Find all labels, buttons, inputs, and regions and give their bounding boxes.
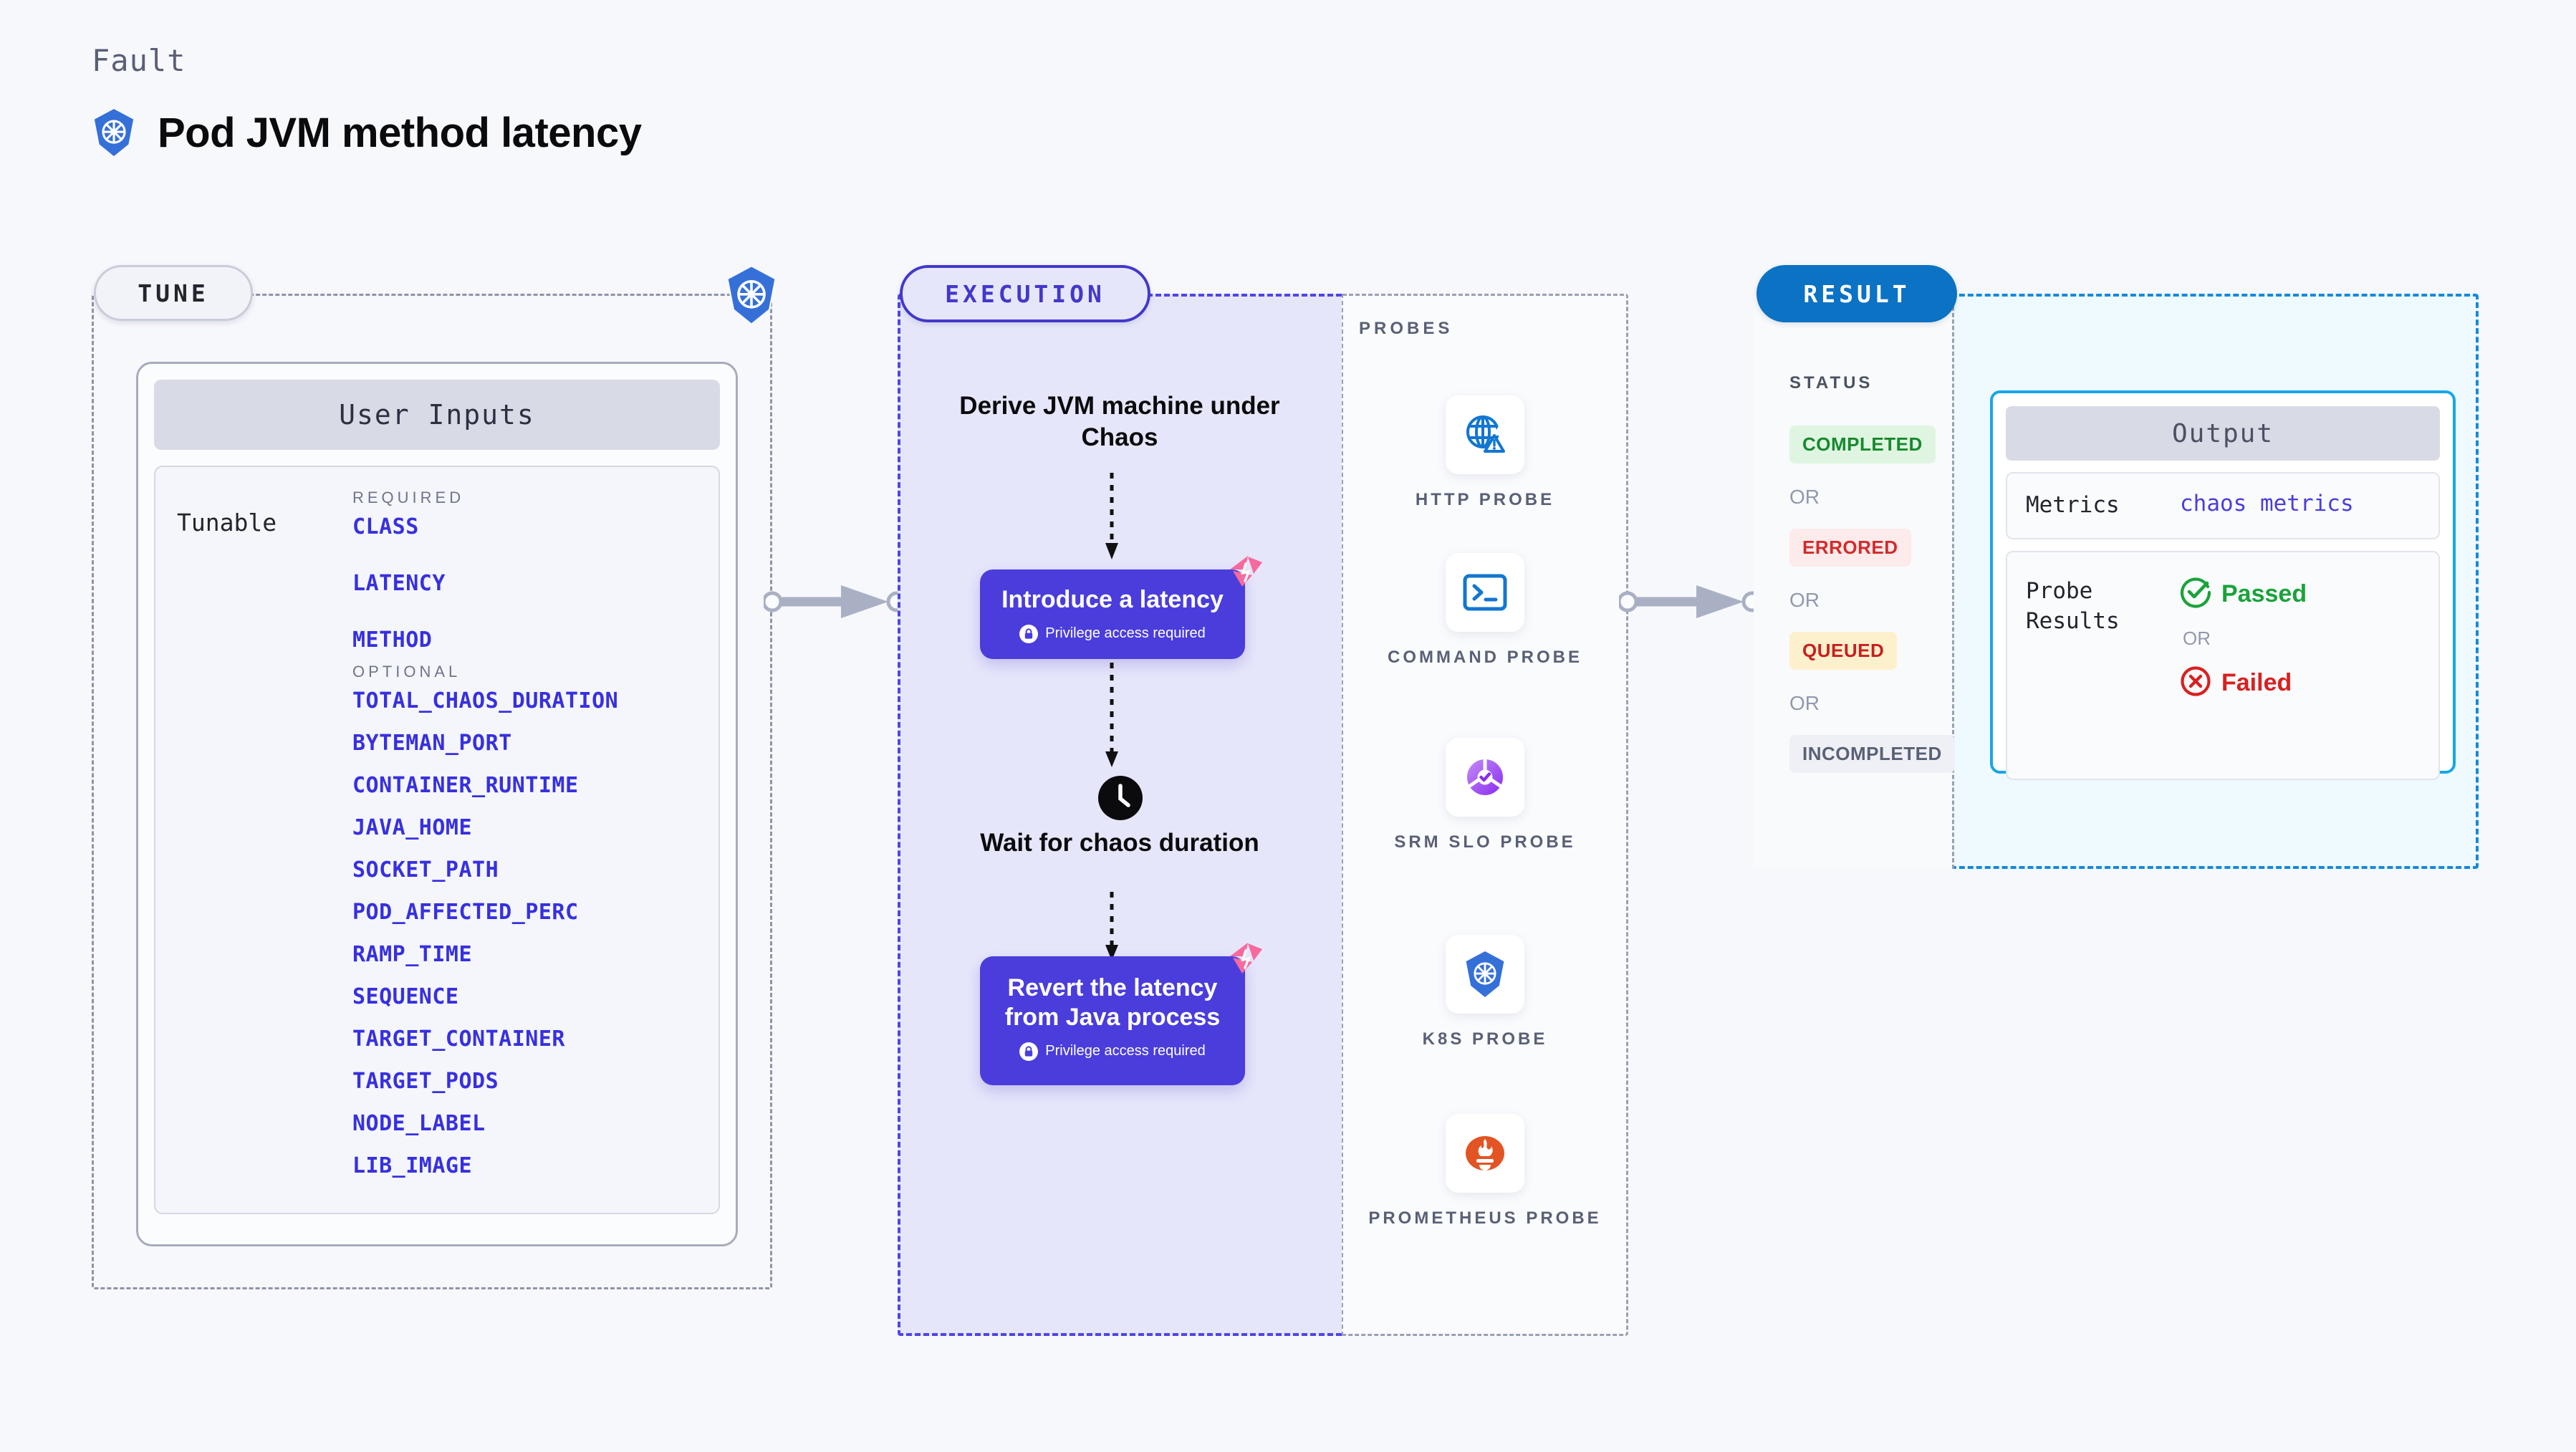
status-badge-completed: COMPLETED [1789, 425, 1936, 463]
param-total-chaos-duration[interactable]: TOTAL_CHAOS_DURATION [352, 688, 619, 713]
execution-arrow-1 [1105, 473, 1118, 559]
kubernetes-badge-icon [724, 264, 779, 329]
param-method[interactable]: METHOD [352, 628, 433, 653]
connector-probes-to-result [1619, 585, 1762, 618]
status-badge-errored: ERRORED [1789, 529, 1911, 567]
probe-item-prometheus[interactable]: PROMETHEUS PROBE [1342, 1114, 1628, 1230]
execution-pill[interactable]: EXECUTION [900, 265, 1150, 322]
srm-slo-icon [1446, 738, 1524, 817]
param-sequence[interactable]: SEQUENCE [352, 984, 459, 1009]
probe-label: HTTP PROBE [1415, 490, 1555, 509]
lock-icon [1019, 624, 1039, 643]
execution-wait-text: Wait for chaos duration [980, 829, 1259, 857]
probes-section-label: PROBES [1359, 319, 1453, 338]
required-label: REQUIRED [352, 489, 465, 506]
param-node-label[interactable]: NODE_LABEL [352, 1111, 486, 1136]
param-pod-affected-perc[interactable]: POD_AFFECTED_PERC [352, 900, 579, 925]
probe-item-command[interactable]: COMMAND PROBE [1342, 553, 1628, 669]
param-target-container[interactable]: TARGET_CONTAINER [352, 1027, 565, 1052]
param-lib-image[interactable]: LIB_IMAGE [352, 1153, 473, 1178]
execution-card-revert-latency[interactable]: Revert the latency from Java process Pri… [980, 943, 1262, 1085]
card-privilege-note: Privilege access required [980, 1042, 1245, 1061]
output-header: Output [2006, 406, 2440, 461]
param-container-runtime[interactable]: CONTAINER_RUNTIME [352, 773, 579, 798]
user-inputs-card: User Inputs Tunable REQUIRED CLASS LATEN… [136, 362, 738, 1246]
probe-result-or: OR [2183, 627, 2211, 649]
status-or-3: OR [1789, 692, 1820, 714]
probe-item-http[interactable]: HTTP PROBE [1342, 395, 1628, 511]
card-title: Introduce a latency [1001, 586, 1224, 613]
output-metrics-row: Metrics chaos metrics [2006, 472, 2440, 539]
x-circle-icon [2180, 665, 2211, 701]
status-label: STATUS [1789, 373, 1873, 393]
probe-result-passed: Passed [2180, 577, 2307, 612]
result-pill[interactable]: RESULT [1756, 265, 1957, 322]
probe-result-failed: Failed [2180, 665, 2307, 701]
tune-pill[interactable]: TUNE [94, 265, 253, 321]
param-socket-path[interactable]: SOCKET_PATH [352, 857, 499, 883]
output-probe-results-row: Probe Results Passed OR [2006, 550, 2440, 780]
litmus-fault-icon [1226, 554, 1264, 593]
tunable-label: Tunable [177, 509, 277, 537]
failed-label: Failed [2221, 668, 2292, 696]
required-params-group: REQUIRED CLASS LATENCY METHOD [352, 489, 719, 653]
probe-label: SRM SLO PROBE [1394, 832, 1576, 852]
clock-icon [1098, 776, 1143, 824]
execution-arrow-2 [1105, 663, 1118, 767]
metrics-label: Metrics [2026, 492, 2120, 518]
probe-results-label: Probe Results [2026, 577, 2120, 634]
param-latency[interactable]: LATENCY [352, 571, 446, 596]
card-title: Revert the latency from Java process [1004, 974, 1221, 1031]
probe-item-k8s[interactable]: K8S PROBE [1342, 935, 1628, 1051]
status-badge-queued: QUEUED [1789, 632, 1898, 670]
connector-tune-to-execution [764, 585, 907, 618]
user-inputs-header: User Inputs [154, 380, 720, 450]
optional-label: OPTIONAL [352, 663, 461, 681]
param-byteman-port[interactable]: BYTEMAN_PORT [352, 731, 512, 756]
probe-item-srm-slo[interactable]: SRM SLO PROBE [1342, 738, 1628, 854]
litmus-fault-icon [1226, 941, 1264, 980]
status-or-1: OR [1789, 486, 1820, 508]
param-class[interactable]: CLASS [352, 514, 419, 539]
card-privilege-note: Privilege access required [980, 624, 1245, 643]
params-column: REQUIRED CLASS LATENCY METHOD OPTIONAL T… [352, 489, 719, 1213]
status-badge-incompleted: INCOMPLETED [1789, 735, 1955, 773]
title-row: Pod JVM method latency [92, 108, 642, 157]
tunable-box: Tunable REQUIRED CLASS LATENCY METHOD OP… [154, 466, 720, 1214]
lock-icon [1019, 1042, 1039, 1061]
page-title: Pod JVM method latency [158, 109, 642, 156]
probe-label: PROMETHEUS PROBE [1368, 1208, 1602, 1228]
kubernetes-icon [1446, 935, 1524, 1014]
globe-warning-icon [1446, 395, 1524, 474]
card-privilege-text: Privilege access required [1045, 625, 1206, 642]
page-header: Fault Pod JVM method latency [92, 43, 642, 157]
output-card: Output Metrics chaos metrics Probe Resul… [1990, 390, 2456, 780]
passed-label: Passed [2221, 580, 2307, 607]
execution-card-introduce-latency[interactable]: Introduce a latency Privilege access req… [980, 556, 1262, 659]
terminal-icon [1446, 553, 1524, 632]
status-or-2: OR [1789, 589, 1820, 611]
probe-label: COMMAND PROBE [1388, 648, 1582, 667]
tune-region [92, 294, 772, 1289]
card-privilege-text: Privilege access required [1045, 1043, 1206, 1059]
optional-params-group: OPTIONAL TOTAL_CHAOS_DURATION BYTEMAN_PO… [352, 663, 719, 1178]
execution-arrow-3 [1105, 892, 1118, 961]
probe-results-values: Passed OR Failed [2180, 577, 2307, 761]
probe-label: K8S PROBE [1422, 1029, 1548, 1049]
metrics-value[interactable]: chaos metrics [2180, 491, 2354, 516]
fault-eyebrow: Fault [92, 43, 186, 78]
execution-step-derive-text: Derive JVM machine under Chaos [959, 392, 1280, 452]
param-java-home[interactable]: JAVA_HOME [352, 815, 473, 840]
result-status-column [1754, 294, 1954, 869]
check-circle-icon [2180, 577, 2211, 612]
kubernetes-icon [92, 108, 136, 157]
param-target-pods[interactable]: TARGET_PODS [352, 1069, 499, 1094]
param-ramp-time[interactable]: RAMP_TIME [352, 942, 473, 967]
prometheus-icon [1446, 1114, 1524, 1193]
